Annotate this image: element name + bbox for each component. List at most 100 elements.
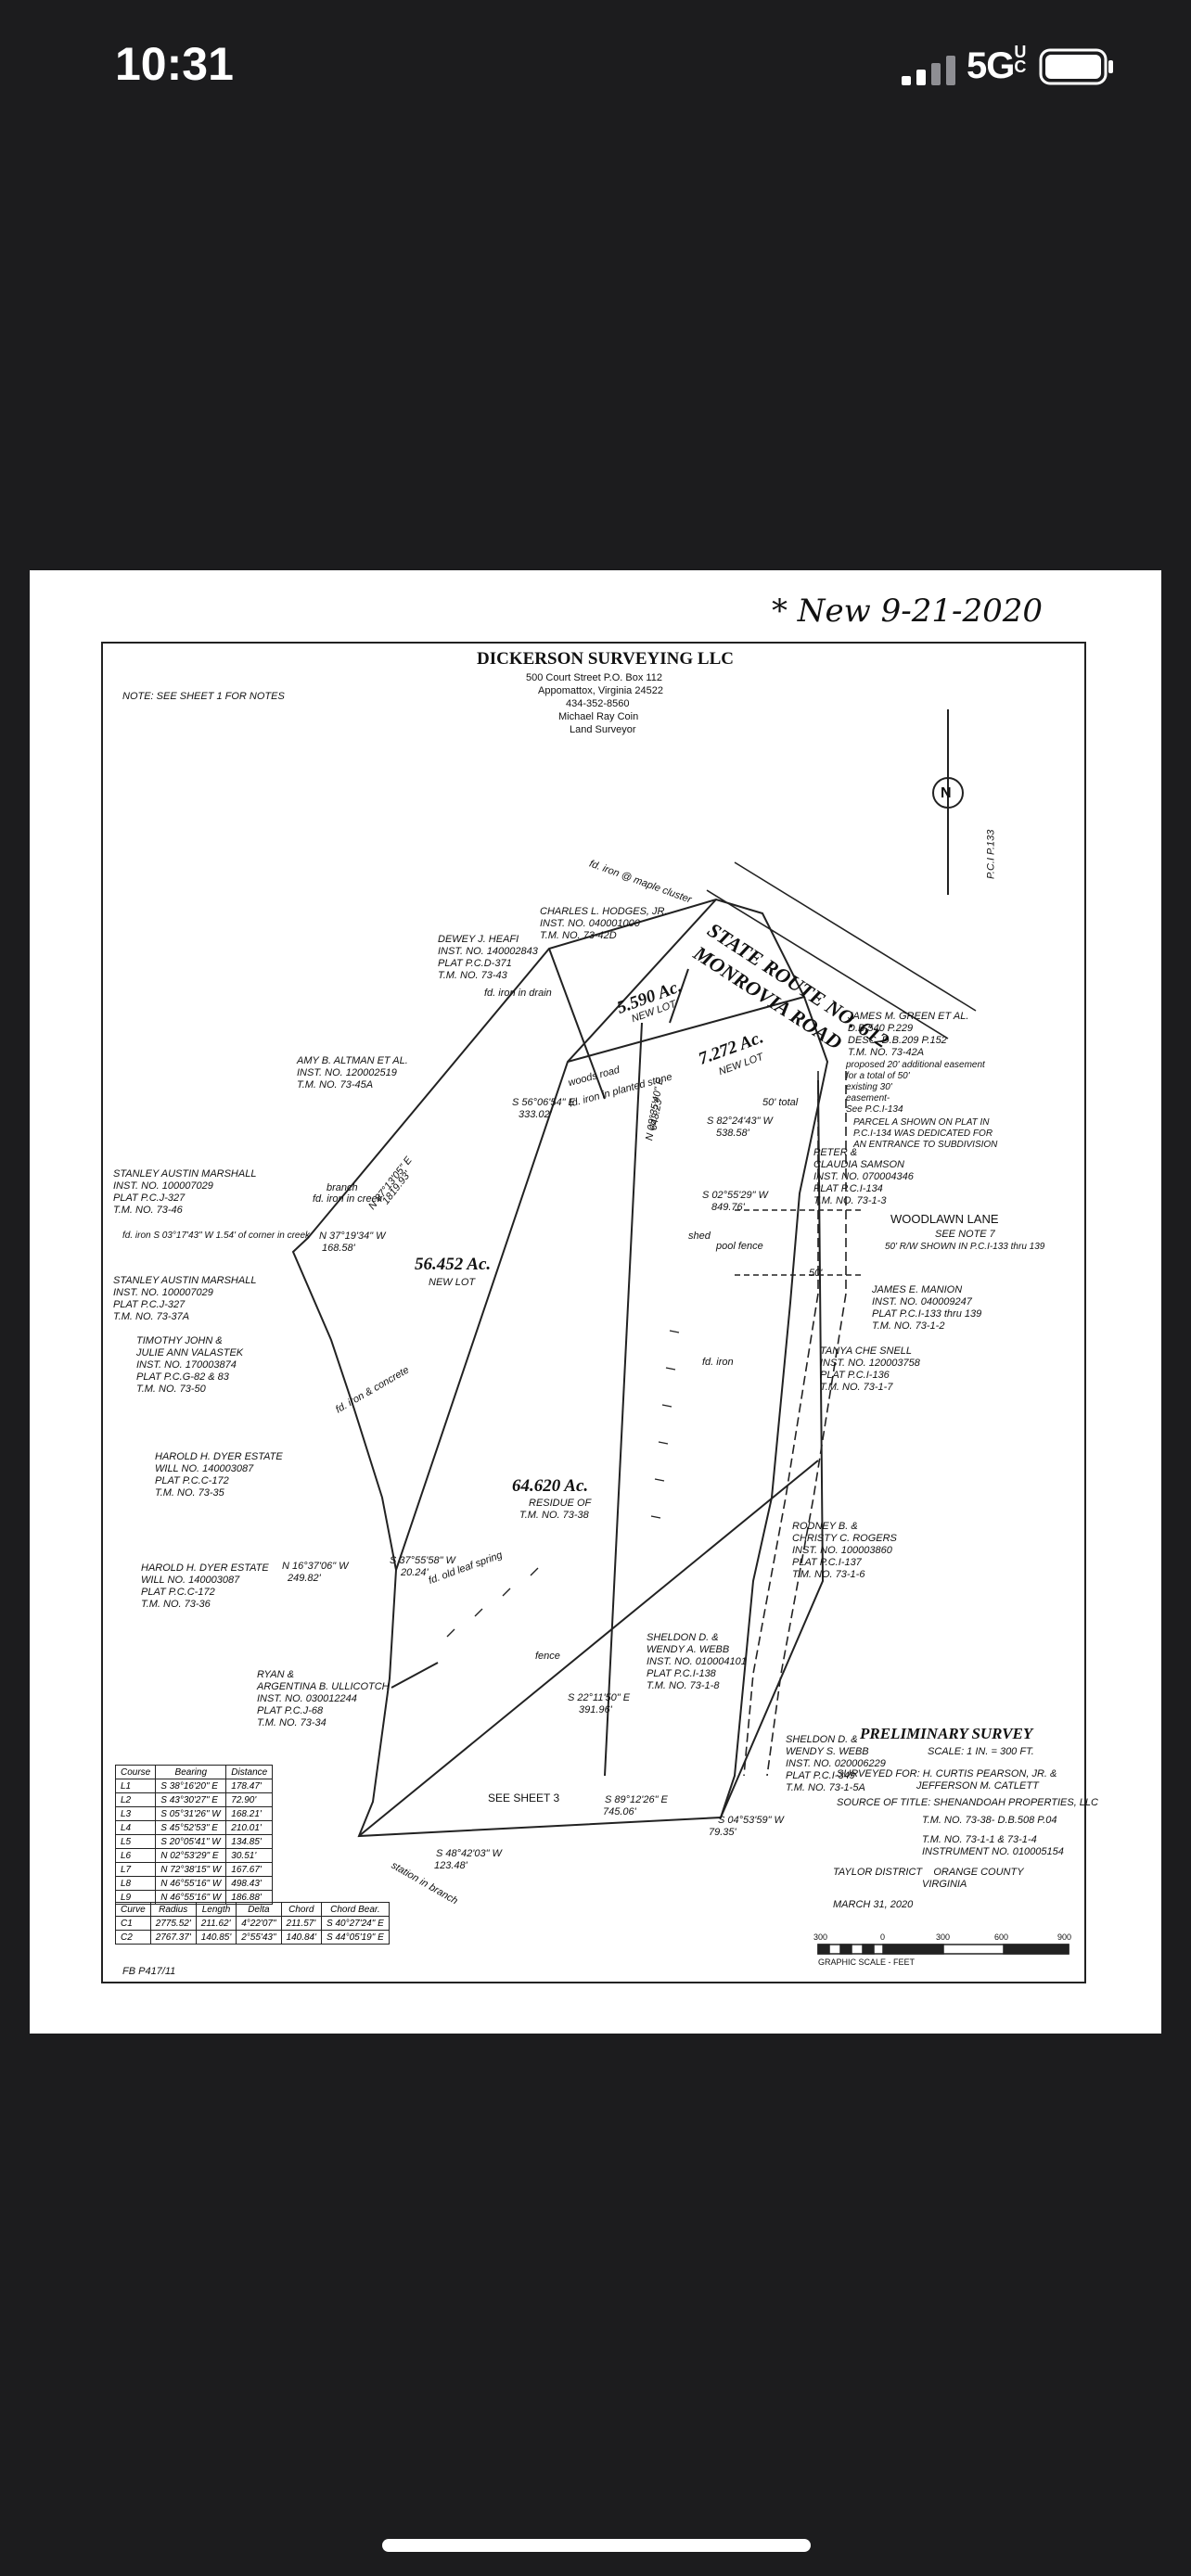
lot-sub: RESIDUE OF	[529, 1498, 592, 1509]
bearing-label: S 56°06'54" E	[512, 1097, 575, 1108]
district: VIRGINIA	[922, 1879, 967, 1890]
woodlawn-note: 50' R/W SHOWN IN P.C.I-133 thru 139	[885, 1242, 1045, 1252]
bearing-label: S 89°12'26" E	[605, 1794, 668, 1805]
table-header: Chord Bear.	[321, 1902, 390, 1917]
distance-label: 249.82'	[288, 1573, 321, 1584]
misc-label: branch	[327, 1182, 358, 1193]
tm-line: T.M. NO. 73-1-1 & 73-1-4	[922, 1834, 1037, 1845]
misc-label: pool fence	[716, 1241, 763, 1252]
distance-label: 123.48'	[434, 1860, 467, 1871]
misc-label: 50'	[809, 1268, 823, 1279]
distance-label: 333.02'	[519, 1109, 552, 1120]
bearing-label: S 02°55'29" W	[702, 1190, 768, 1201]
survey-title: PRELIMINARY SURVEY	[860, 1725, 1033, 1742]
distance-label: 79.35'	[709, 1827, 736, 1838]
field-book-ref: FB P417/11	[122, 1966, 176, 1977]
bearing-label: S 04°53'59" W	[718, 1815, 784, 1826]
survey-linework	[101, 642, 1086, 1983]
bearing-label: S 82°24'43" W	[707, 1116, 773, 1127]
table-header: Bearing	[155, 1765, 227, 1779]
company-name: DICKERSON SURVEYING LLC	[477, 649, 734, 669]
tm-line: INSTRUMENT NO. 010005154	[922, 1846, 1064, 1857]
lot-sub: NEW LOT	[429, 1277, 476, 1288]
bearing-label: N 16°37'06" W	[282, 1561, 349, 1572]
woodlawn-note: SEE NOTE 7	[935, 1229, 995, 1240]
source-of-title: SOURCE OF TITLE: SHENANDOAH PROPERTIES, …	[837, 1797, 1098, 1808]
north-label: N	[941, 785, 952, 801]
woodlawn-lane: WOODLAWN LANE	[890, 1212, 999, 1226]
tm-line: T.M. NO. 73-38- D.B.508 P.04	[922, 1815, 1057, 1826]
address-line: 434-352-8560	[566, 698, 630, 709]
address-line: Appomattox, Virginia 24522	[538, 685, 663, 696]
address-line: Land Surveyor	[570, 724, 636, 735]
bearing-label: N 37°19'34" W	[319, 1231, 386, 1242]
table-header: Chord	[280, 1902, 323, 1917]
table-header: Radius	[149, 1902, 197, 1917]
north-arrow-icon	[932, 709, 964, 895]
misc-label: fd. iron in creek	[313, 1193, 383, 1205]
curve-table: Curve Radius Length Delta Chord Chord Be…	[115, 1902, 390, 1945]
table-header: Distance	[225, 1765, 274, 1779]
graphic-scale-bar	[817, 1944, 1069, 1955]
sheet-note: NOTE: SEE SHEET 1 FOR NOTES	[122, 691, 285, 702]
surveyed-for: SURVEYED FOR: H. CURTIS PEARSON, JR. &	[837, 1768, 1057, 1779]
network-type: 5GUC	[967, 43, 1026, 86]
handwritten-date-note: * New 9-21-2020	[772, 593, 1043, 630]
status-bar: 10:31 5GUC	[0, 0, 1191, 139]
misc-label: 50' total	[762, 1097, 799, 1108]
bearing-label: S 37°55'58" W	[390, 1555, 455, 1566]
see-sheet-3: SEE SHEET 3	[488, 1792, 560, 1804]
lot-area-64620: 64.620 Ac.	[512, 1476, 589, 1496]
district: TAYLOR DISTRICT ORANGE COUNTY	[833, 1867, 1024, 1878]
misc-label: fd. iron in drain	[484, 988, 552, 999]
lot-sub: T.M. NO. 73-38	[519, 1510, 589, 1521]
misc-label: fd. iron	[702, 1357, 734, 1368]
scale-label: GRAPHIC SCALE - FEET	[818, 1958, 916, 1967]
survey-document-image[interactable]: * New 9-21-2020 DICKERSON SURVEYING LLC …	[30, 570, 1161, 2034]
cellular-signal-icon	[902, 56, 955, 85]
scale-tick: 600	[994, 1932, 1009, 1942]
scale-tick: 900	[1057, 1932, 1072, 1942]
home-indicator[interactable]	[382, 2539, 811, 2552]
scale-tick: 300	[936, 1932, 951, 1942]
distance-label: 168.58'	[322, 1243, 355, 1254]
table-header: Course	[114, 1765, 157, 1779]
bearing-label: S 22°11'50" E	[568, 1692, 631, 1703]
misc-label: fd. iron S 03°17'43" W 1.54' of corner i…	[122, 1231, 311, 1241]
battery-icon	[1039, 48, 1113, 85]
address-line: 500 Court Street P.O. Box 112	[526, 672, 662, 683]
scale-tick: 300	[813, 1932, 828, 1942]
misc-label: shed	[688, 1231, 711, 1242]
scale-tick: 0	[880, 1932, 886, 1942]
surveyed-for: JEFFERSON M. CATLETT	[916, 1780, 1039, 1792]
lot-area-56452: 56.452 Ac.	[415, 1255, 492, 1274]
survey-scale: SCALE: 1 IN. = 300 FT.	[928, 1746, 1034, 1757]
distance-label: 20.24'	[401, 1567, 429, 1578]
distance-label: 391.96'	[579, 1704, 612, 1715]
